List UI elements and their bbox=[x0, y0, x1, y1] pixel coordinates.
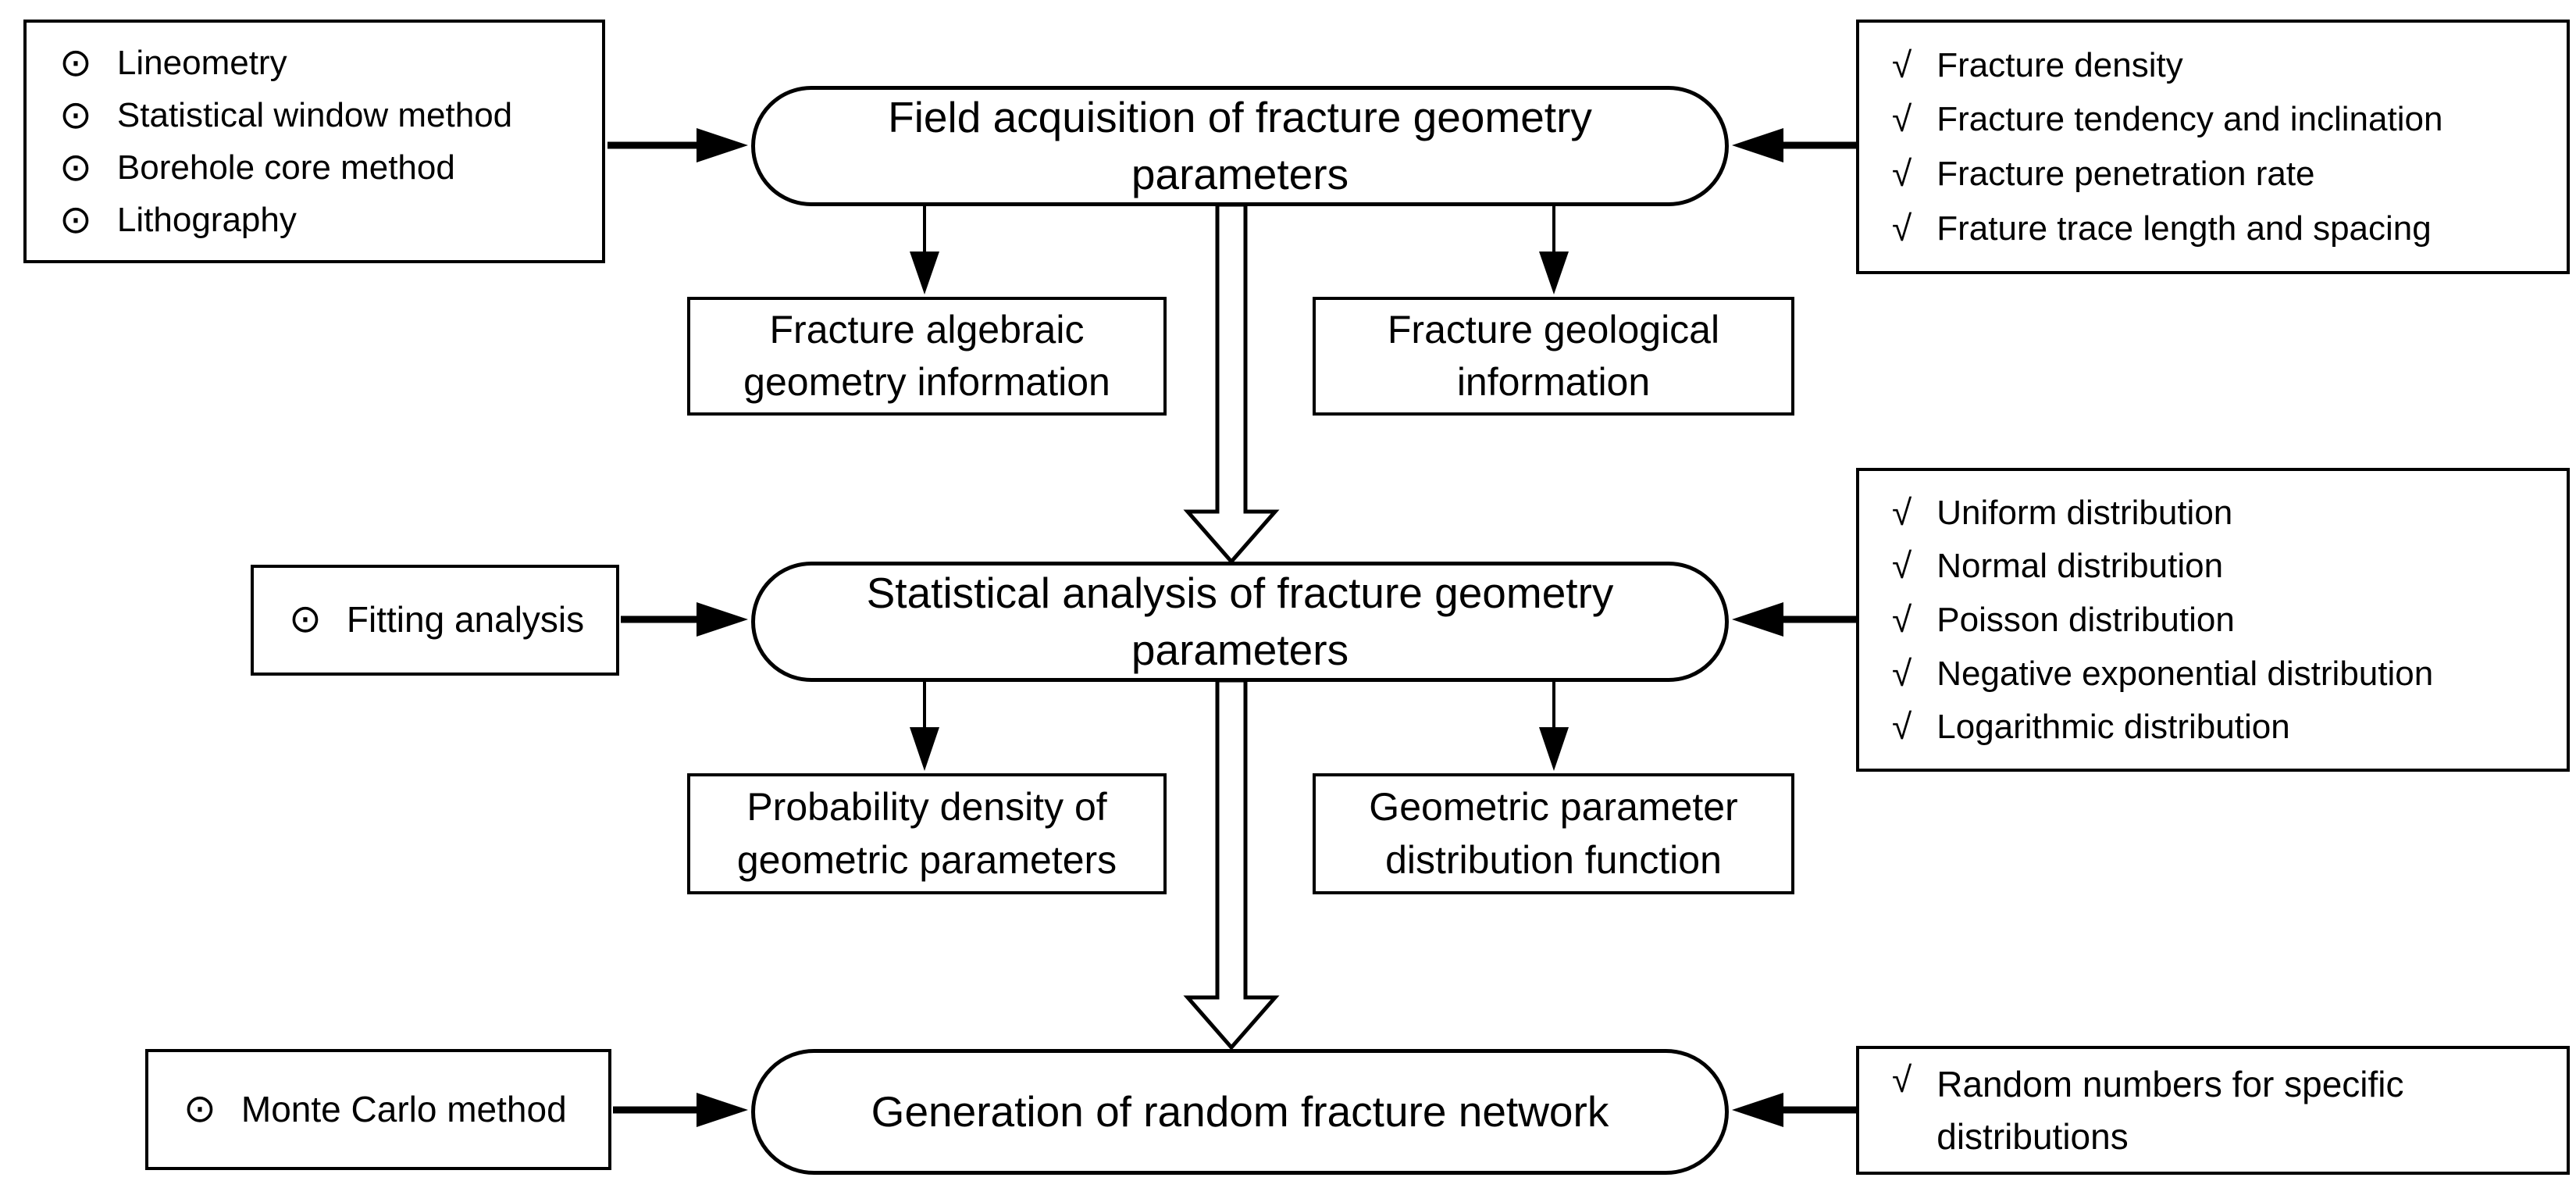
arrow-random-to-stage3 bbox=[1732, 1093, 1858, 1127]
distribution-function-label: Geometric parameter distribution functio… bbox=[1369, 785, 1738, 882]
check-icon: √ bbox=[1892, 1058, 1912, 1100]
list-item: ⊙ Statistical window method bbox=[59, 94, 586, 137]
arrow-fitting-to-stage2 bbox=[621, 602, 748, 637]
field-parameter-label: Fracture density bbox=[1936, 45, 2183, 84]
fitting-analysis-box: ⊙ Fitting analysis bbox=[251, 565, 619, 676]
geological-info-label: Fracture geological information bbox=[1387, 307, 1720, 405]
monte-carlo-box: ⊙ Monte Carlo method bbox=[145, 1049, 611, 1170]
probability-density-label: Probability density of geometric paramet… bbox=[736, 785, 1117, 882]
distributions-box: √ Uniform distribution √ Normal distribu… bbox=[1856, 468, 2570, 772]
check-icon: √ bbox=[1892, 44, 1912, 85]
stage3-title: Generation of random fracture network bbox=[871, 1087, 1609, 1136]
geological-info-box: Fracture geological information bbox=[1313, 297, 1794, 416]
stage1-title: Field acquisition of fracture geometry p… bbox=[888, 93, 1592, 198]
algebraic-info-label: Fracture algebraic geometry information bbox=[743, 307, 1110, 405]
bullet-icon: ⊙ bbox=[59, 41, 92, 84]
probability-density-box: Probability density of geometric paramet… bbox=[687, 773, 1167, 894]
stage2-title: Statistical analysis of fracture geometr… bbox=[866, 569, 1614, 674]
arrow-stage2-to-probability bbox=[910, 680, 939, 771]
list-item: √ Frature trace length and spacing bbox=[1892, 207, 2551, 250]
random-numbers-label: Random numbers for specific distribution… bbox=[1936, 1063, 2404, 1157]
arrow-montecarlo-to-stage3 bbox=[613, 1093, 748, 1127]
arrow-stage2-to-distfunction bbox=[1539, 680, 1569, 771]
fitting-analysis-label: Fitting analysis bbox=[346, 599, 585, 640]
distribution-label: Logarithmic distribution bbox=[1936, 708, 2290, 747]
check-icon: √ bbox=[1892, 598, 1912, 640]
arrow-fieldparams-to-stage1 bbox=[1732, 128, 1858, 162]
survey-method-label: Statistical window method bbox=[116, 96, 513, 134]
survey-method-label: Lithography bbox=[116, 201, 297, 239]
list-item: ⊙ Lineometry bbox=[59, 41, 586, 84]
arrow-distributions-to-stage2 bbox=[1732, 602, 1858, 637]
block-arrow-stage1-to-stage2 bbox=[1183, 202, 1280, 565]
bullet-icon: ⊙ bbox=[59, 198, 92, 241]
list-item: ⊙ Borehole core method bbox=[59, 146, 586, 189]
list-item: √ Random numbers for specific distributi… bbox=[1892, 1058, 2551, 1162]
list-item: √ Fracture penetration rate bbox=[1892, 152, 2551, 195]
distribution-label: Poisson distribution bbox=[1936, 600, 2235, 639]
stage3-node: Generation of random fracture network bbox=[751, 1049, 1729, 1175]
survey-methods-box: ⊙ Lineometry ⊙ Statistical window method… bbox=[23, 20, 605, 263]
distribution-label: Normal distribution bbox=[1936, 547, 2224, 586]
check-icon: √ bbox=[1892, 706, 1912, 747]
distribution-function-box: Geometric parameter distribution functio… bbox=[1313, 773, 1794, 894]
list-item: √ Fracture tendency and inclination bbox=[1892, 98, 2551, 141]
field-parameter-label: Fracture penetration rate bbox=[1936, 155, 2315, 194]
bullet-icon: ⊙ bbox=[59, 93, 92, 137]
list-item: √ Logarithmic distribution bbox=[1892, 705, 2551, 748]
check-icon: √ bbox=[1892, 153, 1912, 194]
check-icon: √ bbox=[1892, 208, 1912, 249]
check-icon: √ bbox=[1892, 652, 1912, 694]
list-item: √ Uniform distribution bbox=[1892, 491, 2551, 534]
distribution-label: Negative exponential distribution bbox=[1936, 654, 2434, 693]
list-item: ⊙ Fitting analysis bbox=[289, 598, 600, 643]
stage1-node: Field acquisition of fracture geometry p… bbox=[751, 86, 1729, 206]
block-arrow-stage2-to-stage3 bbox=[1183, 678, 1280, 1051]
check-icon: √ bbox=[1892, 98, 1912, 140]
survey-method-label: Borehole core method bbox=[116, 148, 455, 187]
arrow-stage1-to-algebraic bbox=[910, 204, 939, 294]
stage2-node: Statistical analysis of fracture geometr… bbox=[751, 562, 1729, 682]
list-item: √ Negative exponential distribution bbox=[1892, 652, 2551, 695]
random-numbers-box: √ Random numbers for specific distributi… bbox=[1856, 1046, 2570, 1175]
monte-carlo-label: Monte Carlo method bbox=[240, 1088, 567, 1129]
bullet-icon: ⊙ bbox=[59, 145, 92, 189]
field-parameter-label: Fracture tendency and inclination bbox=[1936, 100, 2443, 139]
survey-method-label: Lineometry bbox=[116, 44, 287, 82]
algebraic-info-box: Fracture algebraic geometry information bbox=[687, 297, 1167, 416]
bullet-icon: ⊙ bbox=[183, 1086, 216, 1130]
bullet-icon: ⊙ bbox=[289, 597, 322, 641]
list-item: √ Poisson distribution bbox=[1892, 598, 2551, 641]
field-parameters-box: √ Fracture density √ Fracture tendency a… bbox=[1856, 20, 2570, 274]
list-item: √ Fracture density bbox=[1892, 44, 2551, 87]
check-icon: √ bbox=[1892, 545, 1912, 587]
check-icon: √ bbox=[1892, 491, 1912, 533]
arrow-stage1-to-geological bbox=[1539, 204, 1569, 294]
list-item: √ Normal distribution bbox=[1892, 544, 2551, 587]
list-item: ⊙ Monte Carlo method bbox=[183, 1086, 593, 1133]
distribution-label: Uniform distribution bbox=[1936, 493, 2233, 532]
field-parameter-label: Frature trace length and spacing bbox=[1936, 209, 2432, 248]
list-item: ⊙ Lithography bbox=[59, 198, 586, 241]
arrow-survey-to-stage1 bbox=[607, 128, 748, 162]
